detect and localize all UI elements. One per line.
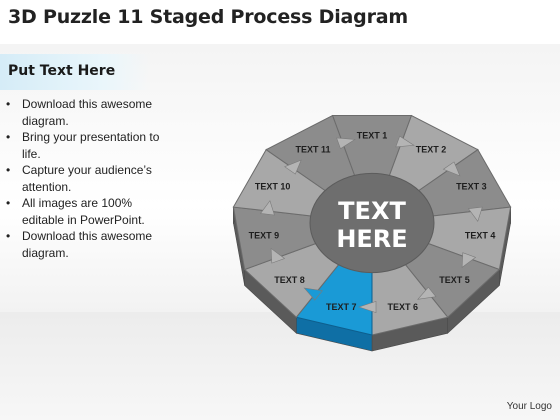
stage-label-7: TEXT 7	[326, 302, 357, 312]
stage-label-1: TEXT 1	[357, 131, 388, 141]
bullet-glyph: •	[6, 97, 11, 111]
stage-label-11: TEXT 11	[295, 145, 330, 155]
bullet-item: •Bring your presentation to life.	[6, 130, 160, 161]
subheading-banner: Put Text Here	[0, 54, 150, 90]
connector-arrow	[284, 159, 302, 175]
connector-arrow	[260, 200, 275, 216]
connector-arrow	[442, 161, 461, 177]
stage-label-2: TEXT 2	[416, 145, 447, 155]
stage-label-3: TEXT 3	[456, 182, 487, 192]
background-floor	[0, 312, 560, 420]
connector-arrow	[358, 300, 377, 314]
stage-label-6: TEXT 6	[388, 302, 419, 312]
stage-label-8: TEXT 8	[274, 275, 305, 285]
stage-label-9: TEXT 9	[249, 230, 280, 240]
bullet-list: •Download this awesome diagram. •Bring y…	[6, 96, 171, 261]
bullet-glyph: •	[6, 229, 11, 243]
connector-arrow	[303, 287, 323, 301]
bullet-glyph: •	[6, 196, 11, 210]
bullet-item: •Capture your audience’s attention.	[6, 163, 152, 194]
stage-label-4: TEXT 4	[465, 230, 496, 240]
stage-label-5: TEXT 5	[439, 275, 470, 285]
center-text-line-2: HERE	[336, 225, 407, 253]
bullet-glyph: •	[6, 163, 11, 177]
bullet-item: •Download this awesome diagram.	[6, 229, 153, 260]
bullet-glyph: •	[6, 130, 11, 144]
bullet-item: •All images are 100% editable in PowerPo…	[6, 196, 145, 227]
stage-label-10: TEXT 10	[255, 182, 291, 192]
connector-arrow	[270, 247, 286, 264]
bullet-item: •Download this awesome diagram.	[6, 97, 153, 128]
puzzle-diagram: TEXT 1 TEXT 2 TEXT 3 TEXT 4 TEXT 5 TEXT 6 TEXT…	[232, 114, 512, 352]
logo-text: Your Logo	[506, 401, 552, 412]
connector-arrow	[417, 286, 437, 300]
center-hub	[309, 172, 435, 274]
connector-arrow	[395, 135, 415, 148]
connector-arrow	[461, 252, 477, 268]
page-title: 3D Puzzle 11 Staged Process Diagram	[8, 6, 408, 28]
connector-arrow	[336, 137, 356, 150]
center-text-line-1: TEXT	[338, 197, 406, 225]
subheading-text: Put Text Here	[8, 63, 116, 79]
connector-arrow	[467, 206, 483, 222]
